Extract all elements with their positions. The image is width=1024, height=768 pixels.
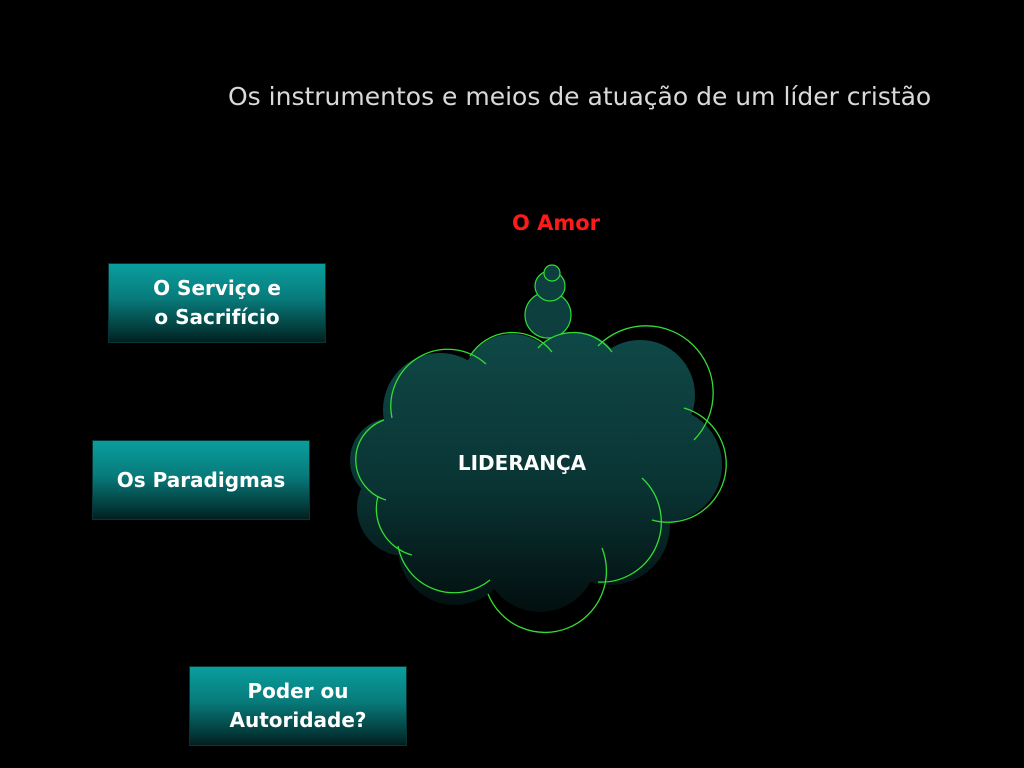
slide-title: Os instrumentos e meios de atuação de um… xyxy=(228,82,932,111)
box-servico-sacrificio: O Serviço e o Sacrifício xyxy=(109,264,325,342)
cloud-label: LIDERANÇA xyxy=(457,451,587,475)
box-paradigmas: Os Paradigmas xyxy=(93,441,309,519)
box-poder-autoridade: Poder ou Autoridade? xyxy=(190,667,406,745)
thought-bubble-small xyxy=(543,264,561,282)
thought-label: O Amor xyxy=(511,211,601,235)
